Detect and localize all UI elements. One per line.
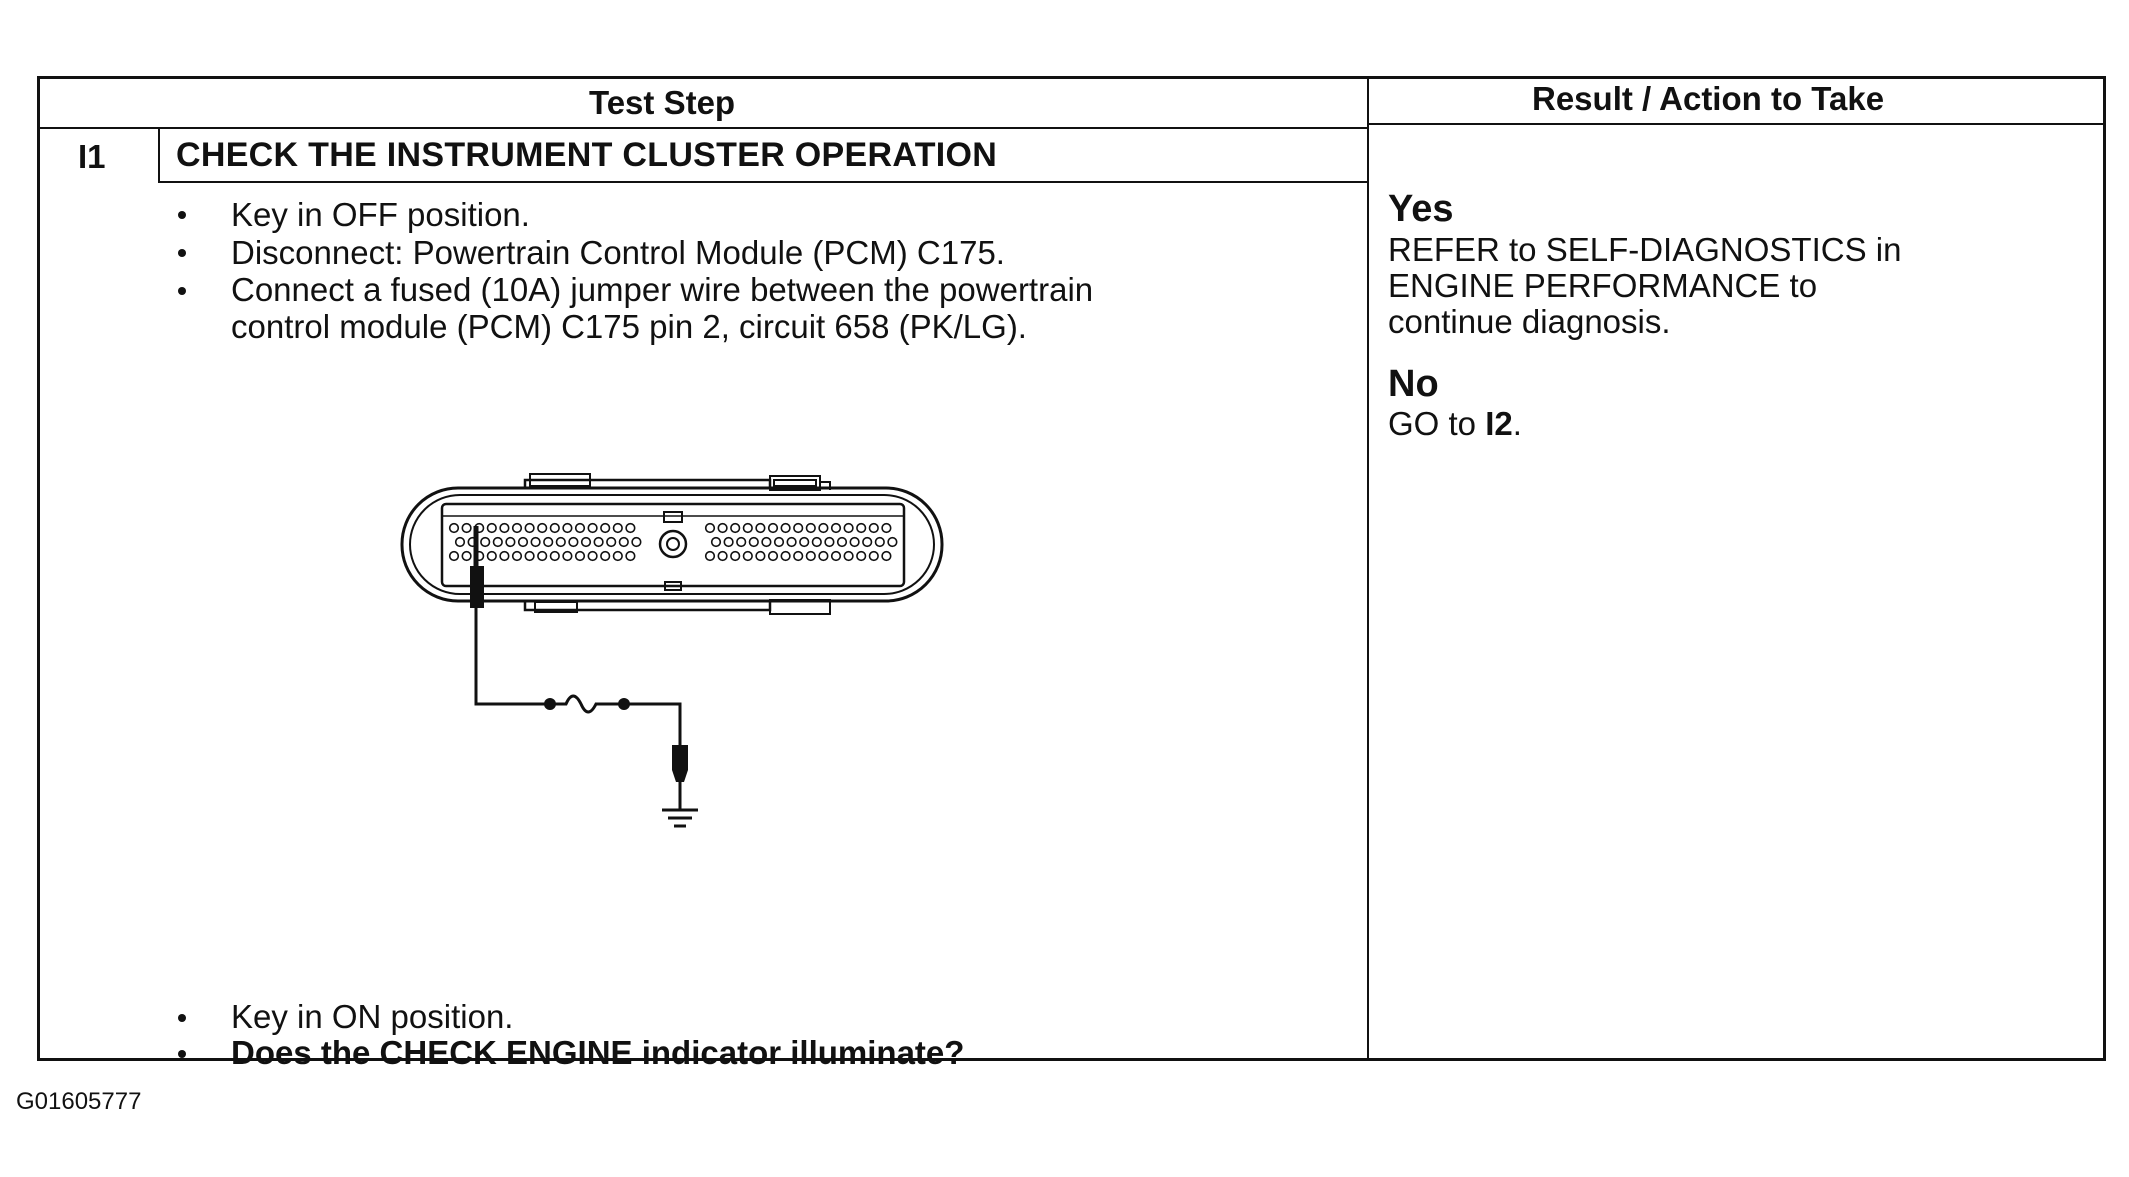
step-number: I1 bbox=[78, 138, 106, 175]
result-yes-line: ENGINE PERFORMANCE to bbox=[1388, 267, 1818, 304]
result-no-line: GO to I2. bbox=[1388, 407, 1522, 440]
instruction-item: Key in ON position. bbox=[231, 998, 514, 1035]
column-divider bbox=[1367, 76, 1369, 1061]
pcm-connector-jumper-diagram bbox=[400, 473, 944, 828]
result-no-suffix: . bbox=[1512, 405, 1522, 442]
step-title: CHECK THE INSTRUMENT CLUSTER OPERATION bbox=[176, 136, 998, 174]
result-yes-label: Yes bbox=[1388, 188, 1454, 230]
result-no-target: I2 bbox=[1485, 405, 1513, 442]
diagnostic-table bbox=[37, 76, 2106, 1061]
bullet-icon bbox=[178, 1050, 186, 1058]
bullet-icon bbox=[178, 211, 186, 219]
pcm-connector-icon bbox=[400, 473, 944, 615]
image-code: G01605777 bbox=[16, 1088, 142, 1115]
instruction-item-continued: control module (PCM) C175 pin 2, circuit… bbox=[231, 308, 1027, 345]
header-result-action: Result / Action to Take bbox=[1532, 80, 1885, 117]
bullet-icon bbox=[178, 287, 186, 295]
instruction-item: Disconnect: Powertrain Control Module (P… bbox=[231, 234, 1005, 271]
header-divider-right bbox=[1368, 123, 2106, 125]
step-title-divider bbox=[158, 181, 1368, 183]
jumper-wire-icon bbox=[470, 526, 688, 792]
instruction-item: Connect a fused (10A) jumper wire betwee… bbox=[231, 271, 1094, 308]
ground-icon bbox=[662, 792, 698, 828]
instruction-question: Does the CHECK ENGINE indicator illumina… bbox=[231, 1034, 965, 1071]
header-divider-left bbox=[37, 127, 1368, 129]
pin-array-icon bbox=[448, 522, 898, 562]
bullet-icon bbox=[178, 249, 186, 257]
bullet-icon bbox=[178, 1014, 186, 1022]
result-no-label: No bbox=[1388, 363, 1439, 405]
result-no-prefix: GO to bbox=[1388, 405, 1486, 442]
result-yes-line: REFER to SELF-DIAGNOSTICS in bbox=[1388, 231, 1902, 268]
step-number-divider bbox=[158, 127, 160, 183]
header-test-step: Test Step bbox=[589, 84, 736, 121]
instruction-item: Key in OFF position. bbox=[231, 196, 530, 233]
result-yes-line: continue diagnosis. bbox=[1388, 303, 1671, 340]
